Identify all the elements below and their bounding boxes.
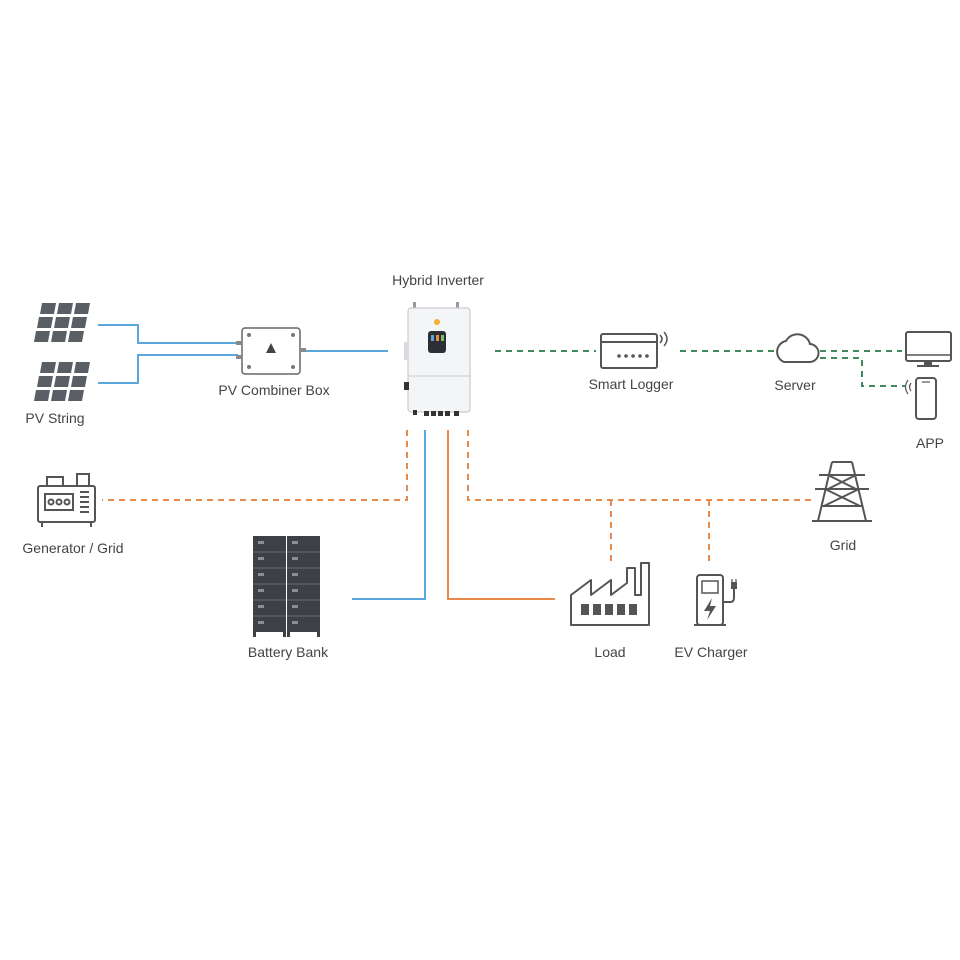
- solar-panel-icon: [34, 303, 90, 342]
- factory-icon: [570, 562, 650, 626]
- server-to-phone-line: [820, 357, 905, 387]
- generator-grid-label: Generator / Grid: [22, 540, 124, 556]
- smart-logger-label: Smart Logger: [588, 376, 674, 392]
- dc-connections: [98, 324, 426, 600]
- server-label: Server: [774, 377, 816, 393]
- ev-charger-label: EV Charger: [674, 644, 748, 660]
- hybrid-inverter-label: Hybrid Inverter: [392, 272, 484, 288]
- generator-line: [102, 430, 408, 501]
- pv-string-top-line: [98, 324, 238, 344]
- monitor-icon: [905, 331, 952, 367]
- solar-panel-icon: [34, 362, 90, 401]
- logger-icon: [600, 331, 668, 369]
- ac-connections: [102, 430, 812, 600]
- battery-bank-label: Battery Bank: [247, 644, 329, 660]
- battery-rack-icon: [253, 536, 320, 637]
- grid-line: [467, 430, 812, 501]
- grid-label: Grid: [829, 537, 857, 553]
- smartphone-icon: [904, 377, 937, 420]
- load-supply-line: [447, 430, 555, 600]
- generator-icon: [37, 473, 96, 527]
- pv-string-bottom-line: [98, 354, 238, 384]
- ev-charger-icon: [694, 574, 737, 626]
- app-label: APP: [915, 435, 945, 451]
- cloud-icon: [776, 333, 820, 364]
- pv-string-label: PV String: [25, 410, 85, 426]
- load-label: Load: [594, 644, 626, 660]
- battery-to-inverter-line: [352, 430, 426, 600]
- combiner-box-icon: [236, 327, 306, 375]
- comm-connections: [495, 350, 905, 387]
- inverter-icon: [404, 302, 471, 416]
- transmission-tower-icon: [812, 461, 872, 522]
- pv-combiner-box-label: PV Combiner Box: [218, 382, 330, 398]
